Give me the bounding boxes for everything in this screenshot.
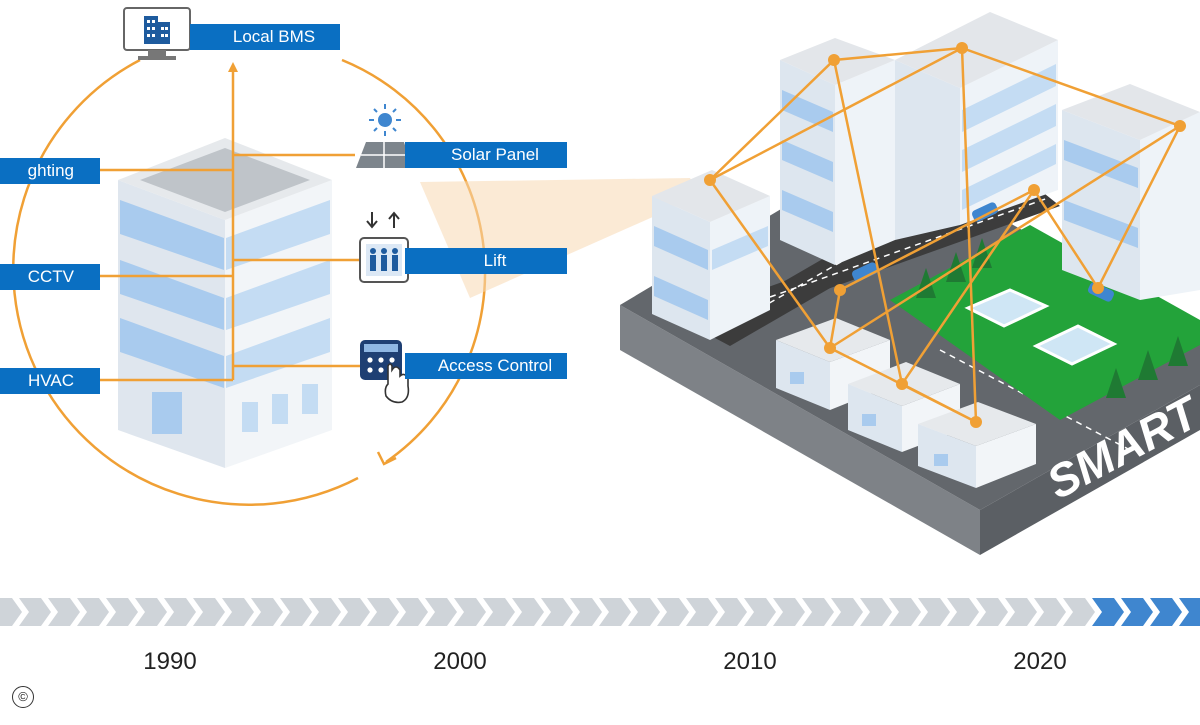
timeline-chevron xyxy=(1092,598,1124,626)
timeline-chevron xyxy=(889,598,921,626)
cycle-arrowhead-icon xyxy=(376,451,397,466)
timeline-chevron xyxy=(1121,598,1153,626)
timeline-chevron xyxy=(918,598,950,626)
network-nodes xyxy=(704,42,1186,428)
copyright-mark: © xyxy=(12,686,34,708)
timeline-chevron xyxy=(512,598,544,626)
timeline-chevron xyxy=(860,598,892,626)
timeline-chevron xyxy=(1063,598,1095,626)
timeline-chevron xyxy=(164,598,196,626)
timeline-chevron xyxy=(599,598,631,626)
timeline-track xyxy=(0,598,1200,626)
timeline-chevron xyxy=(802,598,834,626)
timeline-chevron xyxy=(309,598,341,626)
label-solar-panel: Solar Panel xyxy=(405,142,567,168)
timeline-chevron xyxy=(773,598,805,626)
timeline-chevron xyxy=(193,598,225,626)
bms-connectors xyxy=(100,62,360,382)
timeline-year-2000: 2000 xyxy=(433,648,487,675)
timeline-chevron xyxy=(1179,598,1200,626)
sun-icon xyxy=(369,104,401,136)
monitor-building-icon xyxy=(123,7,191,60)
timeline-year-1990: 1990 xyxy=(143,648,197,675)
office-building xyxy=(118,138,332,468)
label-access-control: Access Control xyxy=(405,353,567,379)
keypad-hand-icon xyxy=(360,340,410,404)
city-park xyxy=(890,225,1200,420)
timeline-chevron xyxy=(425,598,457,626)
timeline-chevron xyxy=(77,598,109,626)
timeline-chevron xyxy=(251,598,283,626)
label-lift: Lift xyxy=(405,248,567,274)
timeline-chevron xyxy=(0,598,22,626)
timeline-chevron xyxy=(715,598,747,626)
lift-people-icon xyxy=(359,237,409,283)
lift-arrows-icon xyxy=(366,211,400,229)
timeline-chevron xyxy=(19,598,51,626)
timeline-chevron xyxy=(280,598,312,626)
timeline-chevron xyxy=(367,598,399,626)
timeline-chevron xyxy=(541,598,573,626)
timeline-chevron xyxy=(686,598,718,626)
timeline-chevron xyxy=(222,598,254,626)
timeline-chevron xyxy=(1150,598,1182,626)
timeline-year-2010: 2010 xyxy=(723,648,777,675)
timeline-chevron xyxy=(1005,598,1037,626)
label-lighting: ghting xyxy=(0,158,100,184)
timeline-chevron xyxy=(106,598,138,626)
timeline-chevron xyxy=(48,598,80,626)
label-cctv: CCTV xyxy=(0,264,100,290)
timeline-year-2020: 2020 xyxy=(1013,648,1067,675)
label-local-bms: Local BMS xyxy=(190,24,340,50)
timeline-chevron xyxy=(570,598,602,626)
timeline-chevron xyxy=(1034,598,1066,626)
timeline-chevron xyxy=(831,598,863,626)
timeline-chevron xyxy=(135,598,167,626)
solar-panel-icon xyxy=(356,142,412,168)
timeline-chevron xyxy=(947,598,979,626)
label-hvac: HVAC xyxy=(0,368,100,394)
city-buildings xyxy=(652,12,1200,488)
timeline-chevron xyxy=(454,598,486,626)
timeline-chevron xyxy=(396,598,428,626)
timeline-chevron xyxy=(744,598,776,626)
timeline-chevron xyxy=(338,598,370,626)
timeline-chevron xyxy=(657,598,689,626)
timeline-chevron xyxy=(976,598,1008,626)
timeline-chevron xyxy=(483,598,515,626)
timeline-chevron xyxy=(628,598,660,626)
